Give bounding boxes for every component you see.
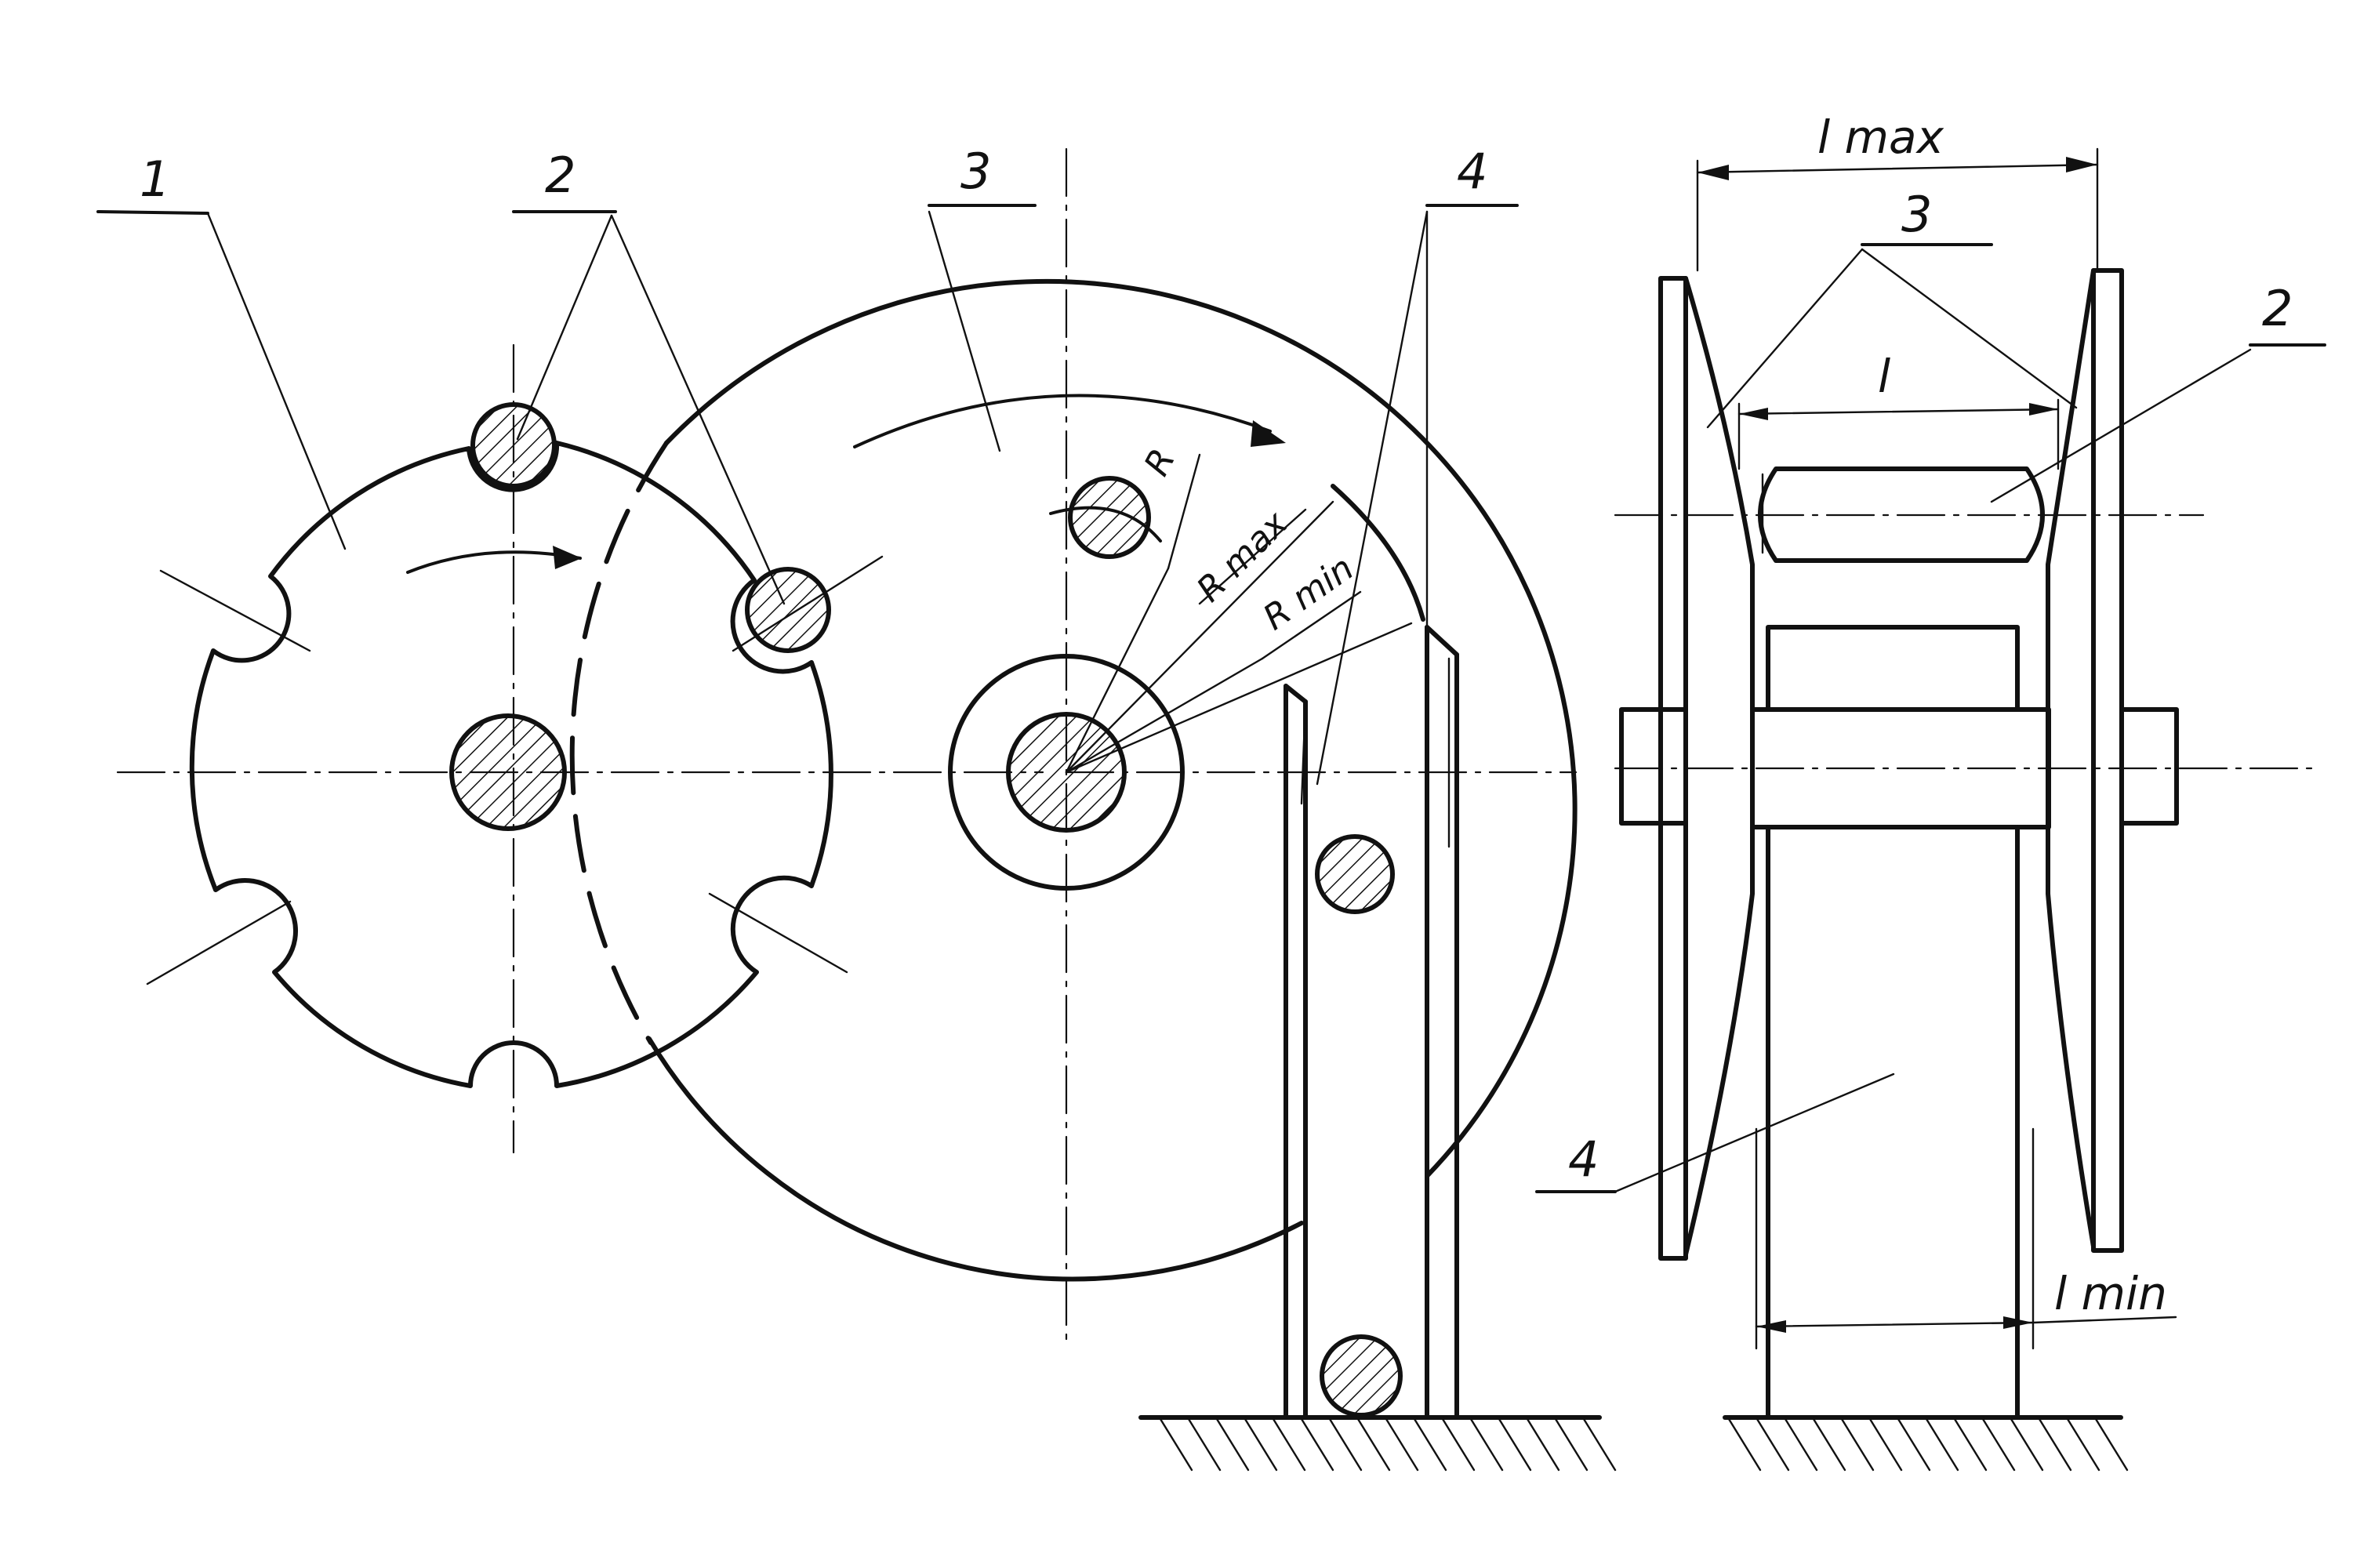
label-R: R — [1137, 442, 1183, 482]
leaders — [96, 204, 2326, 1193]
arrow-head-1 — [553, 546, 582, 569]
flange-left — [1658, 276, 1755, 1261]
hub-ring-3 — [948, 654, 1185, 891]
ground-hatch-stroke — [1244, 1417, 1278, 1472]
ground-hatch-stroke — [1868, 1417, 1903, 1472]
pin-lower-1 — [1315, 834, 1395, 914]
ground-hatch-stroke — [1554, 1417, 1589, 1472]
ground-hatch-stroke — [1784, 1417, 1818, 1472]
labels: 1 2 3 4 3 2 4 R R max R min l max l l mi… — [140, 111, 2293, 1320]
shaft-1 — [449, 713, 567, 831]
ground-hatch-stroke — [1272, 1417, 1306, 1472]
pin-lower-2 — [1320, 1334, 1403, 1417]
radius-lines — [1065, 453, 1413, 774]
dim-lmax — [1696, 147, 2099, 272]
label-part-4-right: 4 — [1568, 1131, 1599, 1188]
slot-lines — [146, 555, 884, 985]
ground-hatch-stroke — [1582, 1417, 1617, 1472]
ground-hatch-stroke — [1413, 1417, 1447, 1472]
ground-hatch-stroke — [1953, 1417, 1988, 1472]
ground-hatch-stroke — [1526, 1417, 1560, 1472]
ground-hatch-stroke — [1925, 1417, 1959, 1472]
ground-hatch-right — [1727, 1417, 2129, 1472]
label-part-1: 1 — [140, 151, 170, 208]
ground-hatch-stroke — [1385, 1417, 1419, 1472]
label-l: l — [1878, 350, 1890, 403]
ground-hatch-stroke — [1756, 1417, 1790, 1472]
ground-hatch-stroke — [1356, 1417, 1391, 1472]
pin-3 — [1068, 476, 1151, 559]
ground-hatch-left — [1159, 1417, 1617, 1472]
pin-2-right — [745, 567, 831, 653]
ground-hatch-stroke — [1981, 1417, 2016, 1472]
label-part-3-right: 3 — [1901, 186, 1932, 243]
stand-4-left — [1284, 625, 1459, 1417]
pin-3-arrow — [1049, 506, 1162, 543]
ground-hatch-stroke — [1727, 1417, 1762, 1472]
ground-hatch-stroke — [1215, 1417, 1250, 1472]
ground-hatch-stroke — [1498, 1417, 1532, 1472]
geneva-wheel-1 — [189, 441, 833, 1088]
ground-hatch-stroke — [2066, 1417, 2100, 1472]
stand-4-right — [1766, 825, 2020, 1417]
ground-hatch-stroke — [2038, 1417, 2072, 1472]
ground-hatch-stroke — [1159, 1417, 1193, 1472]
hub-block — [1619, 625, 2179, 829]
cam-edge — [1331, 484, 1425, 622]
ground-hatch-stroke — [1897, 1417, 1931, 1472]
ground-hatch-stroke — [1469, 1417, 1504, 1472]
ground-hatch-stroke — [1328, 1417, 1363, 1472]
label-part-2-left: 2 — [545, 147, 576, 204]
label-Rmin: R min — [1256, 548, 1361, 638]
ground-hatch-stroke — [2094, 1417, 2129, 1472]
center-lines — [116, 147, 1578, 1350]
label-part-4-top: 4 — [1457, 143, 1487, 200]
dim-lmin — [1755, 1127, 2177, 1350]
ground-hatch-stroke — [2010, 1417, 2044, 1472]
dim-l — [1737, 398, 2060, 470]
ground-hatch-stroke — [1187, 1417, 1222, 1472]
arrow-head-3 — [1251, 420, 1286, 447]
label-part-3-left: 3 — [960, 143, 991, 200]
ground-hatch-stroke — [1300, 1417, 1334, 1472]
disc-3-hidden — [569, 441, 669, 1045]
disc-3-lower — [647, 1036, 1304, 1282]
ground-hatch-stroke — [1840, 1417, 1875, 1472]
label-lmin: l min — [2054, 1267, 2167, 1320]
label-part-2-right: 2 — [2262, 280, 2293, 337]
rotation-arrow-3 — [853, 394, 1272, 448]
ground-hatch-stroke — [1441, 1417, 1476, 1472]
flange-right — [2046, 268, 2124, 1253]
disc-3 — [664, 278, 1578, 1178]
pin-2-top — [470, 402, 557, 488]
ground-hatch-stroke — [1812, 1417, 1846, 1472]
label-lmax: l max — [1817, 111, 1944, 164]
